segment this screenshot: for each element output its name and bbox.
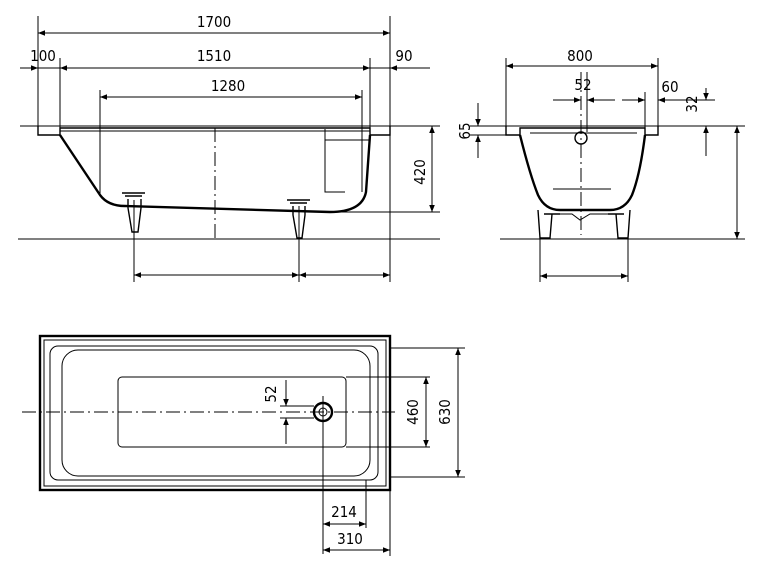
label-bottom-length: 1280 bbox=[211, 77, 245, 95]
end-right-foot bbox=[608, 209, 631, 239]
label-end-rim: 60 bbox=[661, 78, 678, 96]
label-rim-65: 65 bbox=[456, 122, 474, 139]
label-plan-drain-offset: 52 bbox=[262, 385, 280, 402]
plan-view: 52 460 630 214 310 bbox=[22, 334, 465, 556]
plan-inner-rim bbox=[49, 345, 379, 481]
label-drain-to-end: 214 bbox=[331, 503, 357, 521]
label-drain-offset: 52 bbox=[574, 76, 591, 94]
label-left-rim: 100 bbox=[30, 47, 56, 65]
side-view: 1700 100 1510 90 1280 420 bbox=[18, 13, 440, 282]
side-tub-inner bbox=[324, 129, 345, 193]
end-tub-body bbox=[518, 134, 647, 212]
label-height: 420 bbox=[411, 159, 429, 185]
label-overall-length: 1700 bbox=[197, 13, 231, 31]
side-left-foot bbox=[122, 192, 145, 233]
label-drain-to-edge: 310 bbox=[337, 530, 363, 548]
side-tub-body bbox=[59, 134, 372, 214]
plan-bath-interior bbox=[61, 349, 371, 477]
end-left-foot bbox=[537, 209, 560, 239]
label-inner-length: 1510 bbox=[197, 47, 231, 65]
plan-rim-step bbox=[43, 339, 387, 487]
end-feet-bracket bbox=[560, 213, 608, 221]
label-plan-outer-width: 630 bbox=[436, 399, 454, 425]
label-right-rim: 90 bbox=[395, 47, 412, 65]
label-plan-inner-width: 460 bbox=[404, 399, 422, 425]
end-tub-rim bbox=[505, 126, 659, 136]
plan-outer-rim bbox=[38, 334, 392, 492]
label-end-width: 800 bbox=[567, 47, 593, 65]
end-view: 800 52 60 65 32 bbox=[456, 47, 745, 282]
label-rim-32: 32 bbox=[683, 95, 701, 112]
